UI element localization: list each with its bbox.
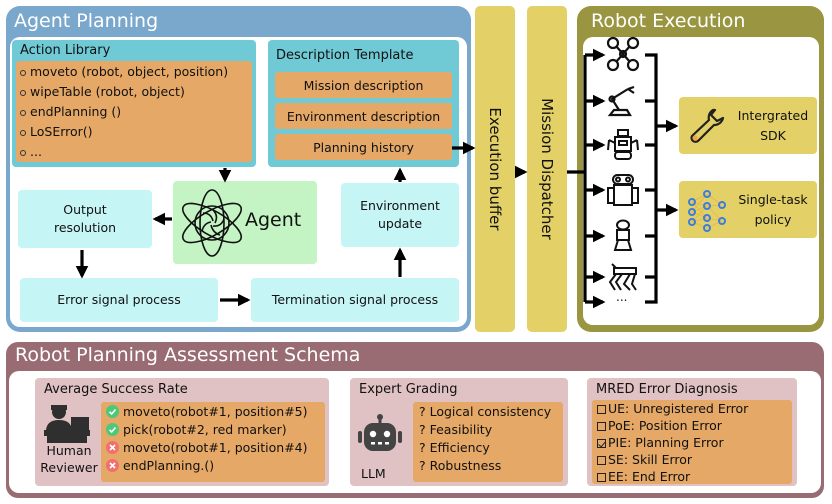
success-check-icon xyxy=(106,405,119,418)
action-item: LoSError() xyxy=(20,124,93,139)
checkbox[interactable] xyxy=(597,473,606,482)
checkbox-checked[interactable] xyxy=(597,439,606,448)
success-rate-list: moveto(robot#1, position#5) pick(robot#2… xyxy=(101,402,325,482)
description-template-title: Description Template xyxy=(276,48,414,63)
expert-grading: Expert Grading LLM ? Logical consistency… xyxy=(350,378,568,486)
action-item: wipeTable (robot, object) xyxy=(20,84,185,99)
more-robots: ... xyxy=(616,290,628,304)
agent-node: Agent xyxy=(173,181,317,264)
error-signal-process: Error signal process xyxy=(20,278,218,322)
checkbox[interactable] xyxy=(597,456,606,465)
environment-description: Environment description xyxy=(275,103,452,129)
action-item: ... xyxy=(20,144,42,159)
drone-icon xyxy=(606,36,640,72)
agent-label: Agent xyxy=(245,209,302,231)
mission-dispatcher: Mission Dispatcher xyxy=(527,6,567,332)
action-library-title: Action Library xyxy=(20,43,111,58)
action-item: endPlanning () xyxy=(20,104,121,119)
criterion: ? Feasibility xyxy=(419,422,493,437)
checkbox[interactable] xyxy=(597,405,606,414)
fail-x-icon xyxy=(106,459,119,472)
mission-description: Mission description xyxy=(275,72,452,98)
average-success-rate: Average Success Rate Human Reviewer move… xyxy=(35,378,329,486)
expert-grading-title: Expert Grading xyxy=(359,382,458,397)
criterion: ? Efficiency xyxy=(419,440,490,455)
quadruped-icon xyxy=(608,263,637,291)
action-result-row: endPlanning.() xyxy=(106,458,214,473)
action-result-row: pick(robot#2, red marker) xyxy=(106,422,287,437)
mobile-robot-icon xyxy=(607,129,639,160)
grading-criteria-list: ? Logical consistency ? Feasibility ? Ef… xyxy=(413,402,563,482)
reviewer-label: Human xyxy=(46,443,92,458)
error-checkbox-row[interactable]: PIE: Planning Error xyxy=(597,435,724,450)
sdk-label: Intergrated xyxy=(737,108,809,123)
action-library: Action Library moveto (robot, object, po… xyxy=(12,40,256,167)
robot-arm-icon xyxy=(607,85,635,117)
mred-title: MRED Error Diagnosis xyxy=(596,382,738,397)
error-checkbox-row[interactable]: UE: Unregistered Error xyxy=(597,401,748,416)
llm-robot-icon xyxy=(358,414,402,451)
tracked-robot-icon xyxy=(607,174,639,206)
llm-label: LLM xyxy=(361,466,386,481)
action-result-row: moveto(robot#1, position#5) xyxy=(106,404,308,419)
criterion: ? Logical consistency xyxy=(419,404,552,419)
termination-signal-process: Termination signal process xyxy=(251,278,459,322)
error-checkbox-row[interactable]: EE: End Error xyxy=(597,469,690,484)
integrated-sdk: Intergrated SDK xyxy=(679,97,817,154)
success-check-icon xyxy=(106,423,119,436)
planning-history: Planning history xyxy=(275,134,452,160)
error-checkbox-row[interactable]: SE: Skill Error xyxy=(597,452,692,467)
wrench-icon xyxy=(690,108,725,143)
robot-execution-title: Robot Execution xyxy=(591,10,746,32)
description-template: Description Template Mission description… xyxy=(268,40,459,167)
execution-buffer: Execution buffer xyxy=(475,6,515,332)
fail-x-icon xyxy=(106,441,119,454)
agent-atom-icon xyxy=(181,189,243,257)
mred-list: UE: Unregistered Error PoE: Position Err… xyxy=(592,400,792,484)
action-library-list: moveto (robot, object, position) wipeTab… xyxy=(16,61,252,162)
checkbox[interactable] xyxy=(597,422,606,431)
agent-planning-title: Agent Planning xyxy=(14,10,159,32)
action-item: moveto (robot, object, position) xyxy=(20,64,228,79)
criterion: ? Robustness xyxy=(419,458,502,473)
single-task-policy: Single-task policy xyxy=(679,181,817,238)
execution-buffer-label: Execution buffer xyxy=(486,107,504,231)
mred-error-diagnosis: MRED Error Diagnosis UE: Unregistered Er… xyxy=(587,378,797,486)
human-reviewer-icon xyxy=(44,405,90,443)
mission-dispatcher-label: Mission Dispatcher xyxy=(538,98,556,240)
success-rate-title: Average Success Rate xyxy=(44,382,188,397)
error-checkbox-row[interactable]: PoE: Position Error xyxy=(597,418,722,433)
policy-label: Single-task xyxy=(738,192,808,207)
humanoid-icon xyxy=(613,219,633,251)
assessment-title: Robot Planning Assessment Schema xyxy=(15,344,361,366)
action-result-row: moveto(robot#1, position#4) xyxy=(106,440,308,455)
neural-network-icon xyxy=(688,190,726,232)
